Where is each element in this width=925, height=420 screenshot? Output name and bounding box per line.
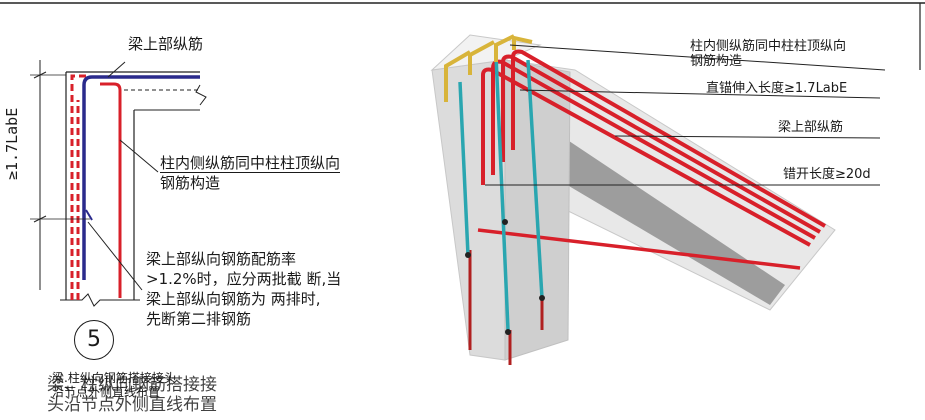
label-left-inner-bar-line2: 钢筋构造 (160, 174, 221, 192)
label-right-inner-bar-line2: 钢筋构造 (690, 54, 743, 69)
dimension-label: ≥1.7LabE (3, 107, 21, 180)
beam-top-bar-blue (82, 75, 200, 280)
label-ratio-line1: 梁上部纵向钢筋配筋率 (146, 250, 297, 268)
beam-red-bar-4 (511, 49, 826, 228)
teal-bar-2 (494, 54, 510, 331)
caption-large-line1: 梁、柱纵向钢筋搭接接 (47, 375, 217, 395)
caption-large: 梁、柱纵向钢筋搭接接 头沿节点外侧直线布置 (47, 375, 217, 415)
yellow-bar-3 (494, 34, 515, 62)
leader-right-anchor (519, 89, 881, 99)
yellow-bar-1 (444, 50, 472, 102)
leader-right-top-bar (614, 135, 881, 139)
label-ratio-line2: >1.2%时，应分两批截 断,当 (146, 270, 342, 288)
caption-large-line2: 头沿节点外侧直线布置 (47, 394, 217, 415)
leader-top-bar (107, 61, 126, 78)
column-inner-bar-red (100, 82, 122, 298)
label-left-inner-bar-line1: 柱内侧纵筋同中柱柱顶纵向 (160, 154, 341, 174)
label-right-stagger: 错开长度≥20d (783, 167, 871, 182)
yellow-bar-4 (512, 35, 533, 50)
caption-small: 梁.柱纵向钢筋搭接接头 沿节点外侧直线布置 (52, 371, 176, 400)
column-bars-yellow (444, 34, 533, 102)
node-number-circle: 5 (74, 320, 114, 360)
teal-bar-3 (526, 59, 544, 299)
splice-dot-2 (505, 329, 511, 335)
label-right-inner-bar-line1: 柱内侧纵筋同中柱柱顶纵向 (690, 39, 847, 54)
right-3d-model (430, 34, 886, 365)
leader-inner-bar (119, 139, 159, 173)
label-right-top-bar: 梁上部纵筋 (778, 120, 844, 135)
left-section (30, 60, 207, 307)
splice-dot-3 (539, 295, 545, 301)
teal-bar-1 (458, 81, 470, 256)
caption-small-line1: 梁.柱纵向钢筋搭接接头 (52, 371, 176, 385)
column-bars-teal (458, 54, 544, 331)
beam-red-bar-5 (477, 228, 801, 270)
bar-cut-mark (85, 209, 93, 221)
splice-dot-4 (502, 219, 508, 225)
label-right-anchor: 直锚伸入长度≥1.7LabE (706, 81, 848, 96)
column-outer-bar-red-dashed (70, 74, 86, 300)
yellow-bar-2 (468, 40, 495, 75)
caption-small-line2: 沿节点外侧直线布置 (52, 385, 161, 400)
splice-dot-1 (465, 252, 471, 258)
leader-right-inner-bar (509, 44, 886, 71)
label-ratio-line3: 梁上部纵向钢筋为 两排时, (146, 290, 321, 308)
leader-ratio-note (87, 221, 143, 291)
beam-break-symbol (195, 84, 207, 106)
label-ratio-line4: 先断第二排钢筋 (146, 310, 252, 328)
label-left-top-bar: 梁上部纵筋 (128, 35, 204, 53)
